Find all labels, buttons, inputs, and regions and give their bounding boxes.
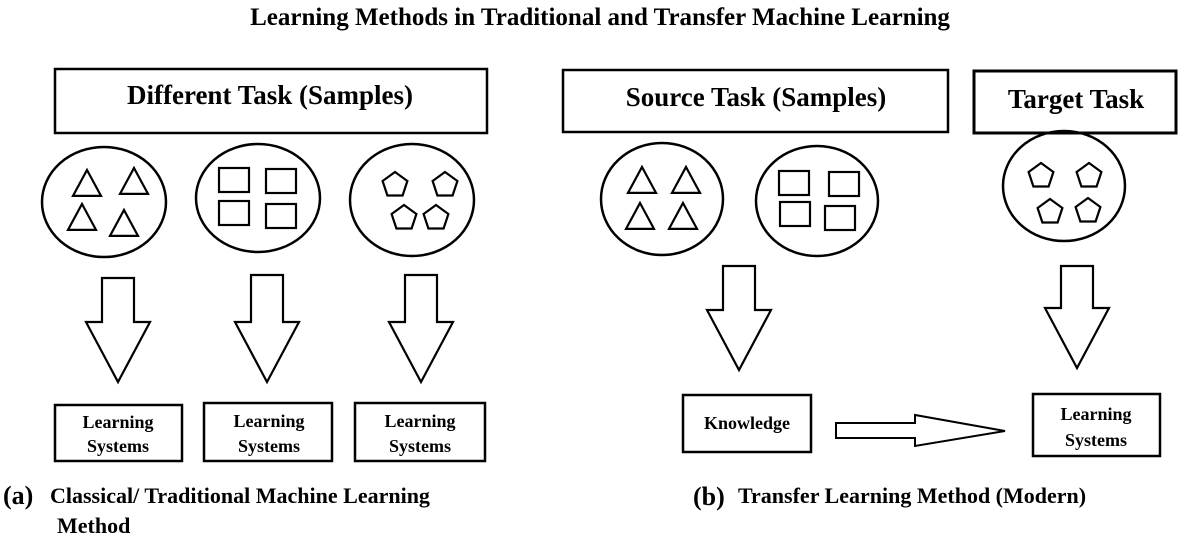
pentagon-icon: [1036, 197, 1064, 224]
target-circle-pentagons: [1001, 129, 1127, 243]
learning-systems-1-line2: Systems: [87, 436, 149, 456]
learning-systems-3-line1: Learning: [384, 411, 455, 431]
learning-systems-box-2: [202, 401, 334, 463]
square-icon: [264, 167, 298, 195]
down-arrow-icon: [84, 276, 152, 385]
triangle-icon: [667, 200, 699, 230]
down-arrow-icon: [705, 264, 773, 373]
panel-a-caption-line1: Classical/ Traditional Machine Learning: [50, 483, 430, 508]
down-arrow-icon: [387, 273, 455, 385]
learning-systems-2-line2: Systems: [238, 436, 300, 456]
panel-b-caption-tag: (b): [693, 482, 725, 511]
triangle-icon: [670, 164, 702, 194]
panel-a-arrows: [84, 273, 455, 385]
pentagon-icon: [381, 170, 409, 197]
source-task-header-label: Source Task (Samples): [626, 82, 887, 112]
pentagon-icon: [1074, 196, 1102, 223]
pentagon-icon: [431, 170, 459, 197]
different-task-header-label: Different Task (Samples): [127, 80, 413, 110]
knowledge-box: [681, 393, 813, 454]
knowledge-label: Knowledge: [704, 413, 790, 433]
pentagon-icon: [390, 203, 418, 230]
target-learning-systems-box: [1031, 392, 1162, 458]
panel-a-caption-tag: (a): [3, 481, 33, 510]
learning-systems-2-line1: Learning: [233, 411, 304, 431]
source-circle-squares: [754, 144, 880, 258]
learning-systems-3-line2: Systems: [389, 436, 451, 456]
panel-b-caption-text: Transfer Learning Method (Modern): [738, 483, 1086, 508]
square-icon: [778, 200, 812, 228]
triangle-icon: [71, 167, 103, 197]
square-icon: [217, 166, 251, 194]
source-task-header-box: [561, 68, 950, 134]
triangle-icon: [624, 200, 656, 230]
pentagon-icon: [1075, 161, 1103, 188]
diagram-title: Learning Methods in Traditional and Tran…: [250, 4, 950, 31]
panel-a-sample-shapes: [66, 165, 459, 237]
learning-systems-box-1: [53, 403, 184, 463]
down-arrow-icon: [233, 273, 301, 385]
triangle-icon: [108, 207, 140, 237]
down-arrow-icon: [1043, 264, 1111, 371]
panel-a-caption-line2: Method: [57, 513, 130, 538]
square-icon: [827, 170, 861, 198]
pentagon-icon: [422, 203, 450, 230]
panel-b-arrows: [705, 264, 1111, 373]
target-task-header-label: Target Task: [1008, 84, 1144, 114]
different-task-header-box: [53, 67, 489, 135]
learning-systems-1-line1: Learning: [82, 412, 153, 432]
target-learning-systems-line2: Systems: [1065, 430, 1127, 450]
triangle-icon: [626, 164, 658, 194]
target-learning-systems-line1: Learning: [1060, 404, 1131, 424]
triangle-icon: [118, 165, 150, 195]
learning-systems-box-3: [353, 401, 487, 463]
panel-a: Different Task (Samples) Learning System…: [3, 67, 489, 538]
square-icon: [217, 199, 251, 227]
transfer-arrow-icon: [835, 413, 1006, 448]
task-circle-squares: [194, 142, 322, 254]
square-icon: [264, 202, 298, 230]
panel-b: Source Task (Samples) Target Task Knowle…: [561, 68, 1178, 511]
source-circle-triangles: [599, 141, 725, 257]
task-circle-pentagons: [348, 142, 476, 258]
panel-b-sample-shapes: [624, 161, 1103, 232]
task-circle-triangles: [40, 145, 168, 259]
square-icon: [823, 204, 857, 232]
triangle-icon: [66, 201, 98, 231]
pentagon-icon: [1027, 161, 1055, 188]
square-icon: [777, 169, 811, 197]
